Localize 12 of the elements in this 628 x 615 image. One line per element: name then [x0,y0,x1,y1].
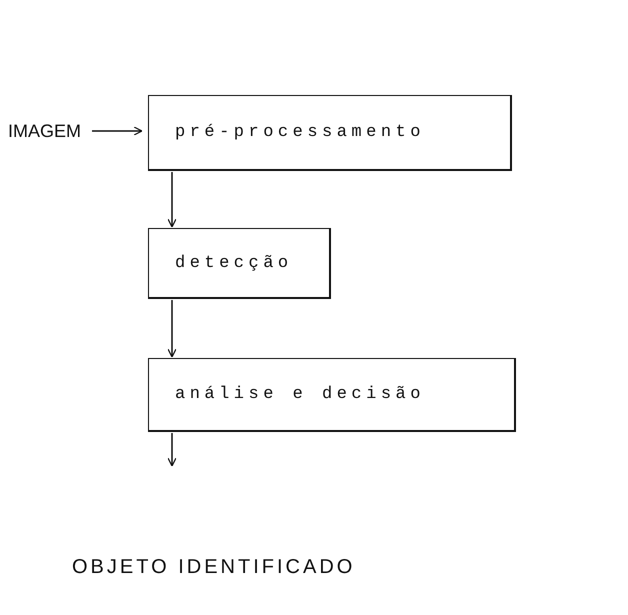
input-label: IMAGEM [8,120,82,142]
box-label: análise e decisão [175,385,425,404]
arrow [92,126,143,136]
box-label: detecção [175,254,293,272]
process-box [148,95,512,171]
output-label: OBJETO IDENTIFICADO [72,556,356,579]
arrow [167,172,177,228]
process-box [148,228,331,299]
process-box [148,358,516,432]
arrow [167,433,177,467]
arrow [167,300,177,358]
box-label: pré-processamento [175,123,425,142]
